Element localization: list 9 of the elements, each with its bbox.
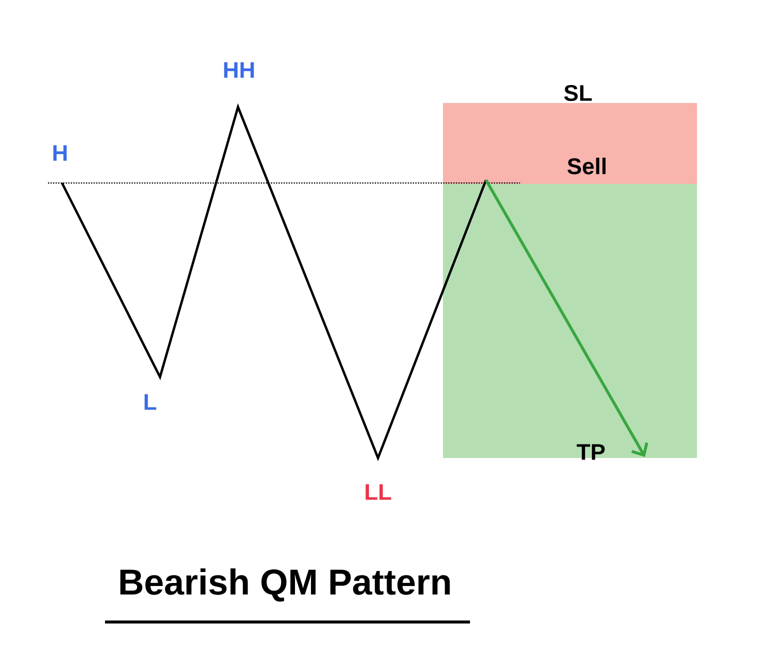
arrow: [484, 179, 648, 457]
take-profit-zone: TP: [443, 184, 697, 460]
stop-loss-zone: SL Sell: [443, 84, 697, 184]
point-label: HH: [224, 62, 254, 78]
point-label: LL: [366, 484, 392, 500]
point-label: L: [144, 394, 156, 410]
point-label: H: [53, 145, 67, 161]
title: Bearish QM Pattern: [105, 568, 470, 624]
node-label: SL: [564, 84, 592, 102]
